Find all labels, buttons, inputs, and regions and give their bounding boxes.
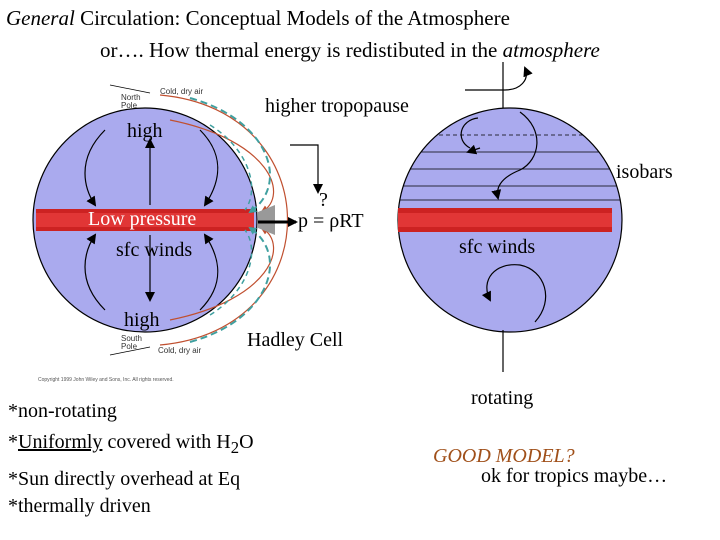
tropopause-callout-arrow <box>290 144 323 194</box>
left-sfc-winds-label: sfc winds <box>116 239 193 261</box>
title-rest: Circulation: Conceptual Models of the At… <box>74 6 510 30</box>
right-sfc-winds-label: sfc winds <box>459 236 536 258</box>
cell-arrow-descending <box>491 111 538 200</box>
question-mark: ? <box>319 189 328 211</box>
high-top-label: high <box>127 120 163 142</box>
dashed-flow-inner-top <box>209 124 253 211</box>
note-thermally-driven: *thermally driven <box>8 495 151 517</box>
cold-dry-air-top-label: Cold, dry air <box>160 87 204 96</box>
cold-dry-air-bottom-label: Cold, dry air <box>158 346 202 355</box>
right-equator-highlight <box>398 213 612 227</box>
dashed-flow-top <box>189 97 271 214</box>
higher-tropopause-label: higher tropopause <box>265 95 409 117</box>
copyright-text: Copyright 1999 John Wiley and Sons, Inc.… <box>38 377 174 383</box>
note-non-rotating: *non-rotating <box>8 400 117 422</box>
dashed-flow-bottom <box>189 226 271 343</box>
tropics-note: ok for tropics maybe… <box>481 465 668 487</box>
note-uniform-water: *Uniformly covered with H2O <box>8 431 254 457</box>
rotation-arrow <box>465 66 533 91</box>
dashed-flow-inner-bottom <box>209 229 253 316</box>
right-globe <box>397 62 623 372</box>
rotating-label: rotating <box>471 387 534 409</box>
gas-law-equation: p = ρRT <box>298 210 364 232</box>
outer-arc <box>159 94 289 346</box>
arrow-upper-right <box>199 129 219 207</box>
note-sun-overhead: *Sun directly overhead at Eq <box>8 468 241 490</box>
note-uniformly: Uniformly <box>18 431 103 453</box>
cell-arrow-left-head <box>466 144 481 155</box>
title-emphasis: General <box>6 6 75 30</box>
isobars-label: isobars <box>616 161 673 183</box>
upper-return-arc <box>169 119 275 214</box>
arrow-lower-left <box>84 233 106 311</box>
subtitle-emphasis: atmosphere <box>502 38 600 62</box>
cell-arrow-lower <box>481 264 547 323</box>
arrow-lower-right <box>199 233 219 311</box>
south-pole-pointer <box>109 346 151 356</box>
left-globe <box>32 84 289 356</box>
good-model-question: GOOD MODEL? <box>433 445 575 467</box>
hadley-cell-label: Hadley Cell <box>247 329 344 351</box>
left-equator-highlight <box>36 213 254 227</box>
title-line-2: or…. How thermal energy is redistibuted … <box>100 40 600 61</box>
subtitle-text: or…. How thermal energy is redistibuted … <box>100 38 503 62</box>
high-bottom-label: high <box>124 309 160 331</box>
title-line-1: General Circulation: Conceptual Models o… <box>6 8 510 29</box>
low-pressure-label: Low pressure <box>88 208 197 230</box>
gray-wedge-pointer <box>258 205 275 235</box>
north-pole-pointer <box>109 84 151 94</box>
arrow-upper-left <box>84 129 106 207</box>
lower-return-arc <box>169 226 275 321</box>
